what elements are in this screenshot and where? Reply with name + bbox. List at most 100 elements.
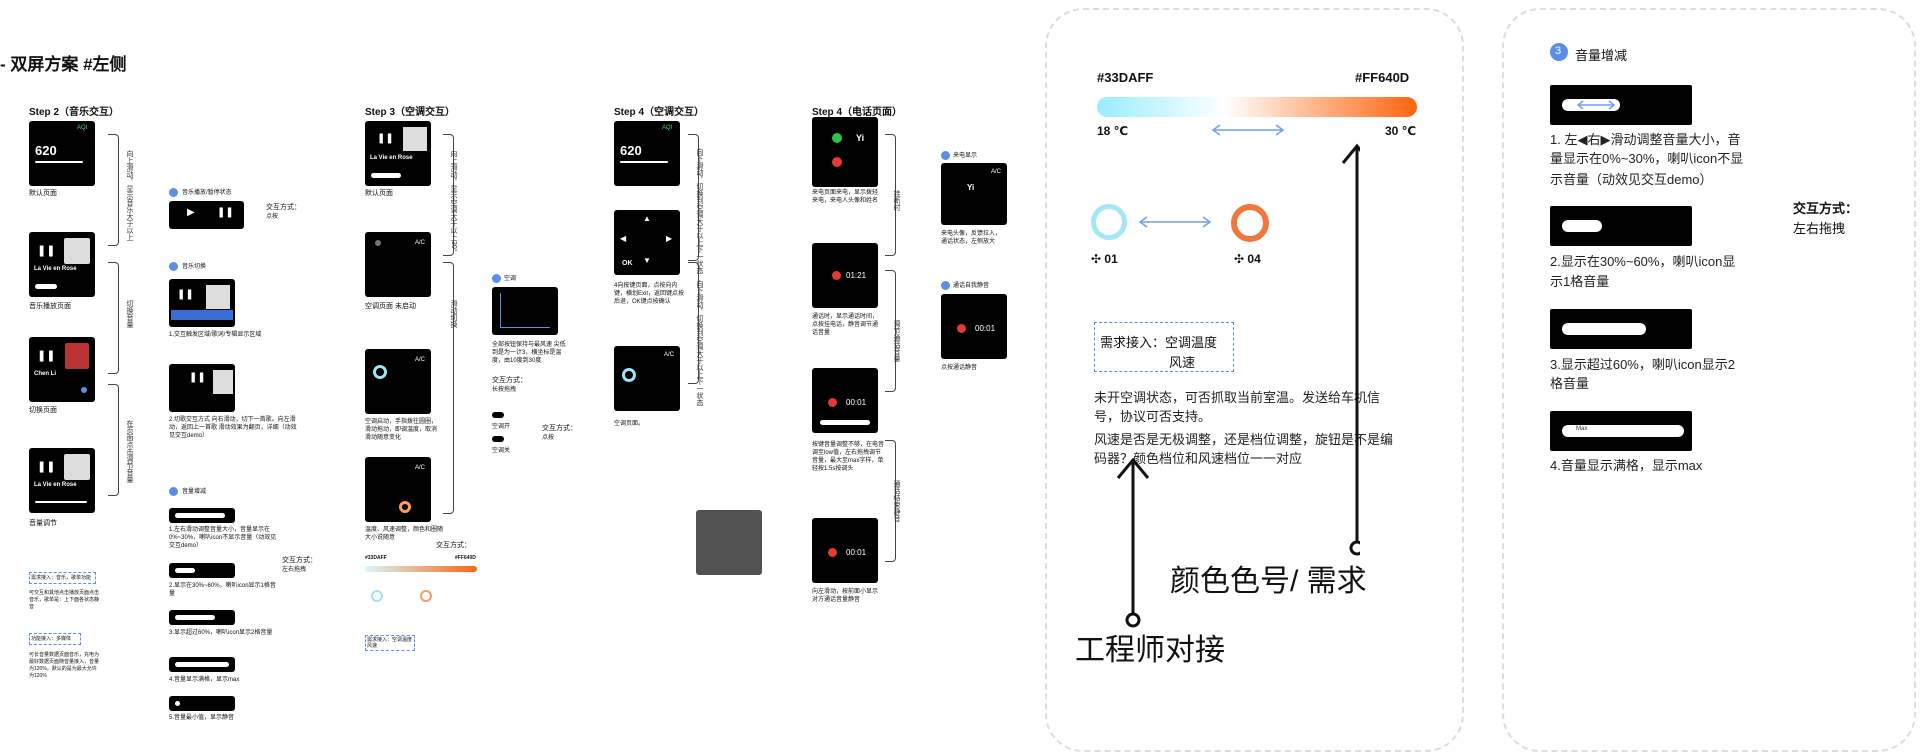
volume-panel xyxy=(1502,8,1916,752)
step-badge xyxy=(1550,43,1568,61)
fan-high-ring xyxy=(1231,204,1269,242)
demand-box-mini xyxy=(365,635,415,651)
ac-off-screen: A/C xyxy=(365,232,431,297)
switch-mini-2: ❚❚ xyxy=(169,364,235,412)
call-on-screen: 01:21 xyxy=(812,243,878,308)
demand-desc-2: 号，协议可否支持。 xyxy=(1094,409,1212,424)
volume-screen-4: Max xyxy=(1550,411,1692,451)
ac-on-toggle[interactable] xyxy=(492,412,504,418)
step-badge-num: 3 xyxy=(1555,45,1562,57)
note-bullet xyxy=(169,188,178,197)
fan-low-ring xyxy=(1091,204,1127,240)
vol-mini-4 xyxy=(169,657,235,672)
note-bullet xyxy=(169,487,178,496)
volume-item-3b: 格音量 xyxy=(1550,376,1590,391)
note-bullet xyxy=(941,151,950,160)
volume-item-2: 2.显示在30%~60%，喇叭icon显 xyxy=(1550,254,1736,269)
caption-default: 默认页面 xyxy=(29,190,57,197)
annotation-engineer: 工程师对接 xyxy=(1075,634,1225,667)
blurred-screen xyxy=(696,510,762,575)
play-pause-mini: ▶ ❚❚ xyxy=(169,201,244,229)
bracket xyxy=(443,262,454,514)
annotation-arrows xyxy=(1116,143,1360,628)
bracket xyxy=(108,134,119,246)
volume-item-1b: 量显示在0%~30%，喇叭icon不显 xyxy=(1550,151,1744,166)
bracket xyxy=(885,134,896,256)
volume-fill xyxy=(1562,220,1602,232)
demand-box-small-2 xyxy=(29,633,81,645)
grad-left-color: #33DAFF xyxy=(1097,70,1154,85)
volume-screen-1 xyxy=(1550,85,1692,125)
call-incoming-screen: Yi xyxy=(812,117,878,187)
max-label: Max xyxy=(1576,426,1588,432)
bracket xyxy=(885,440,896,562)
vol-mini-3 xyxy=(169,610,235,625)
ac-off-toggle[interactable] xyxy=(492,436,504,442)
step4-ac-title: Step 4（空调交互） xyxy=(614,107,705,118)
volume-fill xyxy=(1562,323,1646,335)
volume-screen-2 xyxy=(1550,206,1692,246)
vol-mini-1 xyxy=(169,508,235,523)
volume-item-2b: 示1格音量 xyxy=(1550,274,1610,289)
demand-label-2: 风速 xyxy=(1169,355,1196,370)
demand-box-small xyxy=(29,572,96,584)
bracket xyxy=(688,134,699,261)
caption-volume: 音量调节 xyxy=(29,520,57,527)
note-bullet xyxy=(941,281,950,290)
volume-screen-3 xyxy=(1550,309,1692,349)
step4-phone-title: Step 4（电话页面） xyxy=(812,107,903,118)
demand-desc-1: 未开空调状态，可否抓取当前室温。发送给车机信 xyxy=(1094,390,1381,405)
ac-axis-mini xyxy=(492,287,558,335)
step3-title: Step 3（空调交互） xyxy=(365,107,456,118)
caption-music: 音乐播放页面 xyxy=(29,303,71,310)
hvac-default-screen: AQI 620 xyxy=(614,121,680,186)
ac-default-screen: ❚❚ La Vie en Rose xyxy=(365,121,431,186)
bracket xyxy=(108,384,119,496)
note-bullet xyxy=(169,262,178,271)
bracket xyxy=(885,270,896,392)
bracket xyxy=(443,134,454,256)
double-arrow xyxy=(1138,216,1212,228)
demand-desc-4: 码器？颜色档位和风速档位一一对应 xyxy=(1094,451,1303,466)
max-temp: 30 ℃ xyxy=(1385,124,1417,138)
hvac-dpad-screen: ▲ ▼ ◀ ▶ OK xyxy=(614,210,680,275)
music-playing-screen: ❚❚ La Vie en Rose xyxy=(29,232,95,297)
demand-desc-3: 风速是否是无极调整，还是档位调整，旋钮是不是编 xyxy=(1094,432,1394,447)
bracket xyxy=(108,262,119,374)
volume-title: 音量增减 xyxy=(1575,48,1628,63)
mini-gradient xyxy=(365,566,477,572)
caption-switch: 切换页面 xyxy=(29,407,57,414)
vol-mini-2 xyxy=(169,563,235,578)
page-title: - 双屏方案 #左侧 xyxy=(0,55,127,74)
vol-mini-5 xyxy=(169,696,235,711)
incoming-mini: A/C Yi xyxy=(941,163,1007,225)
min-temp: 18 ℃ xyxy=(1097,124,1129,138)
bracket xyxy=(688,262,699,384)
step2-title: Step 2（音乐交互） xyxy=(29,107,120,118)
music-default-screen: AQI 620 xyxy=(29,121,95,186)
music-volume-screen: ❚❚ La Vie en Rose xyxy=(29,448,95,513)
fan-low-label: ✣ 01 xyxy=(1091,252,1118,266)
volume-item-1: 1. 左◀右▶滑动调整音量大小，音 xyxy=(1550,132,1741,147)
interaction-mode-label: 交互方式： xyxy=(1793,201,1859,216)
note-bullet xyxy=(492,274,501,283)
music-switch-screen: ❚❚ Chen Li xyxy=(29,337,95,402)
double-arrow xyxy=(1211,124,1285,136)
annotation-color-req: 颜色色号/ 需求 xyxy=(1170,565,1367,598)
switch-mini: ❚❚ xyxy=(169,279,235,327)
volume-fill: Max xyxy=(1562,425,1684,437)
volume-item-3: 3.显示超过60%，喇叭icon显示2 xyxy=(1550,357,1735,372)
mute-mini: 00:01 xyxy=(941,294,1007,359)
ac-on-screen: A/C xyxy=(365,349,431,414)
ac-spec-panel xyxy=(1045,8,1464,752)
volume-item-1c: 示音量（动效见交互demo） xyxy=(1550,172,1713,187)
volume-item-4: 4.音量显示满格，显示max xyxy=(1550,458,1703,473)
grad-right-color: #FF640D xyxy=(1355,70,1410,85)
hvac-page-screen: A/C xyxy=(614,346,680,411)
call-end-screen: 00:01 xyxy=(812,518,878,583)
call-vol-screen: 00:01 xyxy=(812,368,878,433)
interaction-mode: 左右拖拽 xyxy=(1793,221,1846,236)
temp-gradient-bar xyxy=(1097,97,1417,117)
demand-box xyxy=(1094,322,1234,372)
ac-adjust-screen: A/C xyxy=(365,457,431,522)
